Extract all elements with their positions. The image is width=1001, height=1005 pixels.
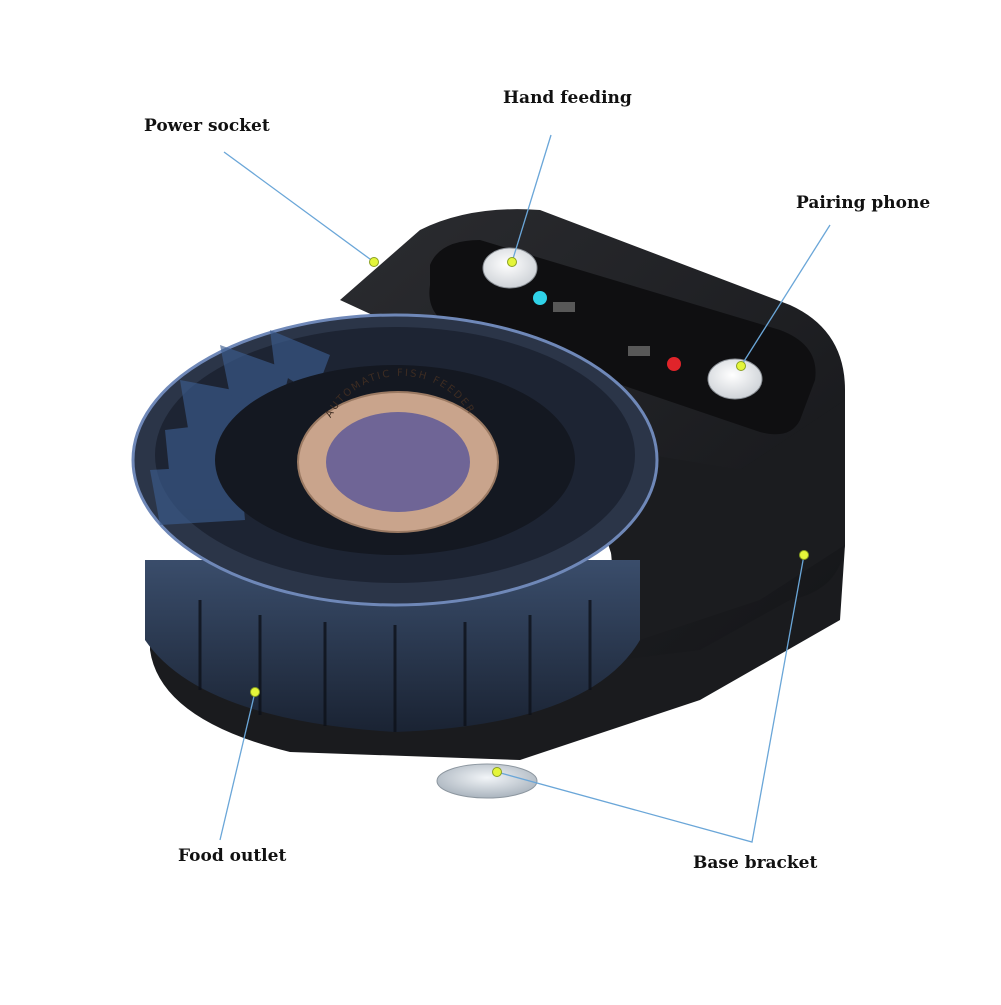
callout-base-bracket: Base bracket xyxy=(693,853,818,873)
leader-food-outlet xyxy=(219,691,256,841)
label-center xyxy=(326,412,470,512)
hand-feeding-button[interactable] xyxy=(482,247,538,289)
marker-power-socket xyxy=(369,257,379,267)
leader-power-socket xyxy=(223,151,375,263)
status-led-red xyxy=(667,357,681,371)
leader-hand-feeding xyxy=(511,134,552,263)
leader-base-bracket xyxy=(496,554,805,843)
led-caption-right xyxy=(628,346,650,356)
hopper-compartment-dividers xyxy=(198,600,592,732)
callout-pairing-phone: Pairing phone xyxy=(796,193,931,213)
marker-pairing-phone xyxy=(736,361,746,371)
leader-pairing-phone xyxy=(740,224,831,367)
marker-base-bracket-front xyxy=(492,767,502,777)
marker-dots xyxy=(250,257,809,777)
led-caption-left xyxy=(553,302,575,312)
marker-base-bracket-right xyxy=(799,550,809,560)
hopper-drum xyxy=(145,560,640,732)
pairing-phone-button[interactable] xyxy=(707,358,763,400)
marker-hand-feeding xyxy=(507,257,517,267)
suction-cup-front xyxy=(436,763,538,799)
leader-lines xyxy=(219,134,831,843)
marker-food-outlet xyxy=(250,687,260,697)
status-led-cyan xyxy=(533,291,547,305)
callout-power-socket: Power socket xyxy=(144,116,270,136)
callout-hand-feeding: Hand feeding xyxy=(503,88,632,108)
callout-food-outlet: Food outlet xyxy=(178,846,287,866)
